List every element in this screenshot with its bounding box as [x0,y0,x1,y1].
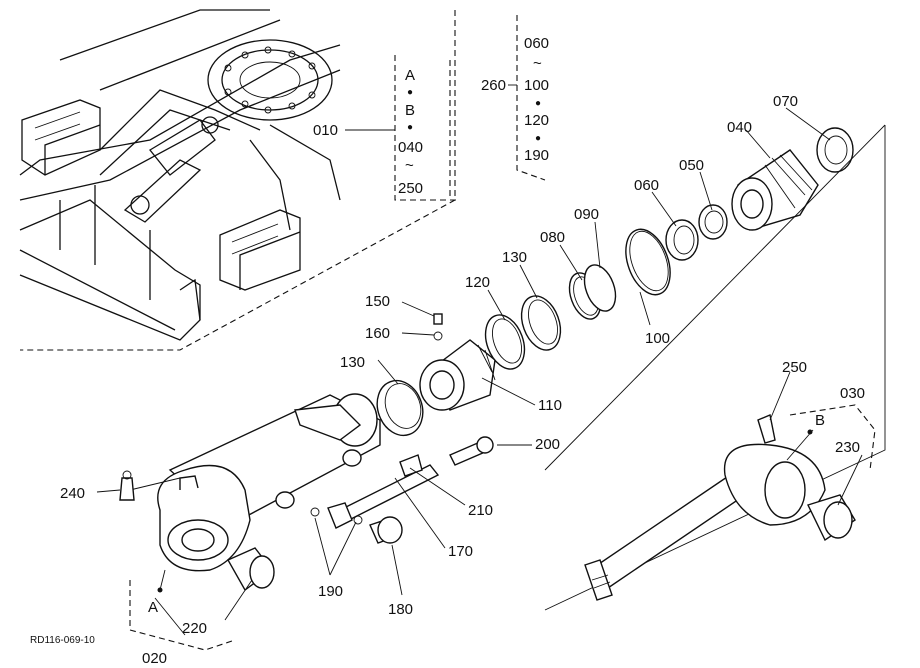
leader-lines [96,107,863,636]
callout-010: 010 [313,122,338,139]
callout-070: 070 [773,93,798,110]
tilde: ~ [533,55,542,72]
callout-200: 200 [535,436,560,453]
machine-frame-illustration [19,9,456,351]
ref-dot-A [157,587,163,593]
callout-120: 120 [465,274,490,291]
bracket-020 [129,580,236,651]
sep-dot: ● [535,98,541,109]
callout-090: 090 [574,206,599,223]
group-260-list: 260 060 ~ 100 ● 120 ● 190 [481,15,549,181]
callout-030: 030 [840,385,865,402]
ref-B-list: B [405,102,415,119]
callout-180: 180 [388,601,413,618]
callout-240: 240 [60,485,85,502]
group-260-item-100: 100 [524,77,549,94]
callout-170: 170 [448,543,473,560]
group-260-item-190: 190 [524,147,549,164]
callout-130-upper: 130 [502,249,527,266]
small-fittings [119,313,494,592]
callout-110: 110 [538,397,562,414]
ref-dot-B [807,429,813,435]
sep-dot: ● [407,122,413,133]
callout-040: 040 [727,119,752,136]
callout-260: 260 [481,77,506,94]
cylinder-tube [129,393,440,572]
callout-190: 190 [318,583,343,600]
tilde: ~ [405,157,414,174]
callout-080: 080 [540,229,565,246]
callout-050: 050 [679,157,704,174]
callout-130-lower: 130 [340,354,365,371]
callout-150: 150 [365,293,390,310]
callout-160: 160 [365,325,390,342]
callout-220: 220 [182,620,207,637]
sep-dot: ● [407,87,413,98]
group-010-list: 010 A ● B ● 040 ~ 250 [313,55,460,201]
callout-100: 100 [645,330,670,347]
callout-210: 210 [468,502,493,519]
group-010-item-250: 250 [398,180,423,197]
ref-B-right: B [815,412,825,429]
seal-stack [376,127,854,437]
diagram-code: RD116-069-10 [30,635,95,646]
callout-labels: 070 040 050 060 090 080 100 130 120 150 … [30,93,865,667]
callout-020: 020 [142,650,167,667]
ref-A-lower: A [148,599,158,616]
callout-230: 230 [835,439,860,456]
piston-rod [544,124,886,611]
group-260-item-120: 120 [524,112,549,129]
ref-A-list: A [405,67,415,84]
callout-250: 250 [782,359,807,376]
group-010-item-040: 040 [398,139,423,156]
group-260-item-060: 060 [524,35,549,52]
sep-dot: ● [535,133,541,144]
callout-060: 060 [634,177,659,194]
